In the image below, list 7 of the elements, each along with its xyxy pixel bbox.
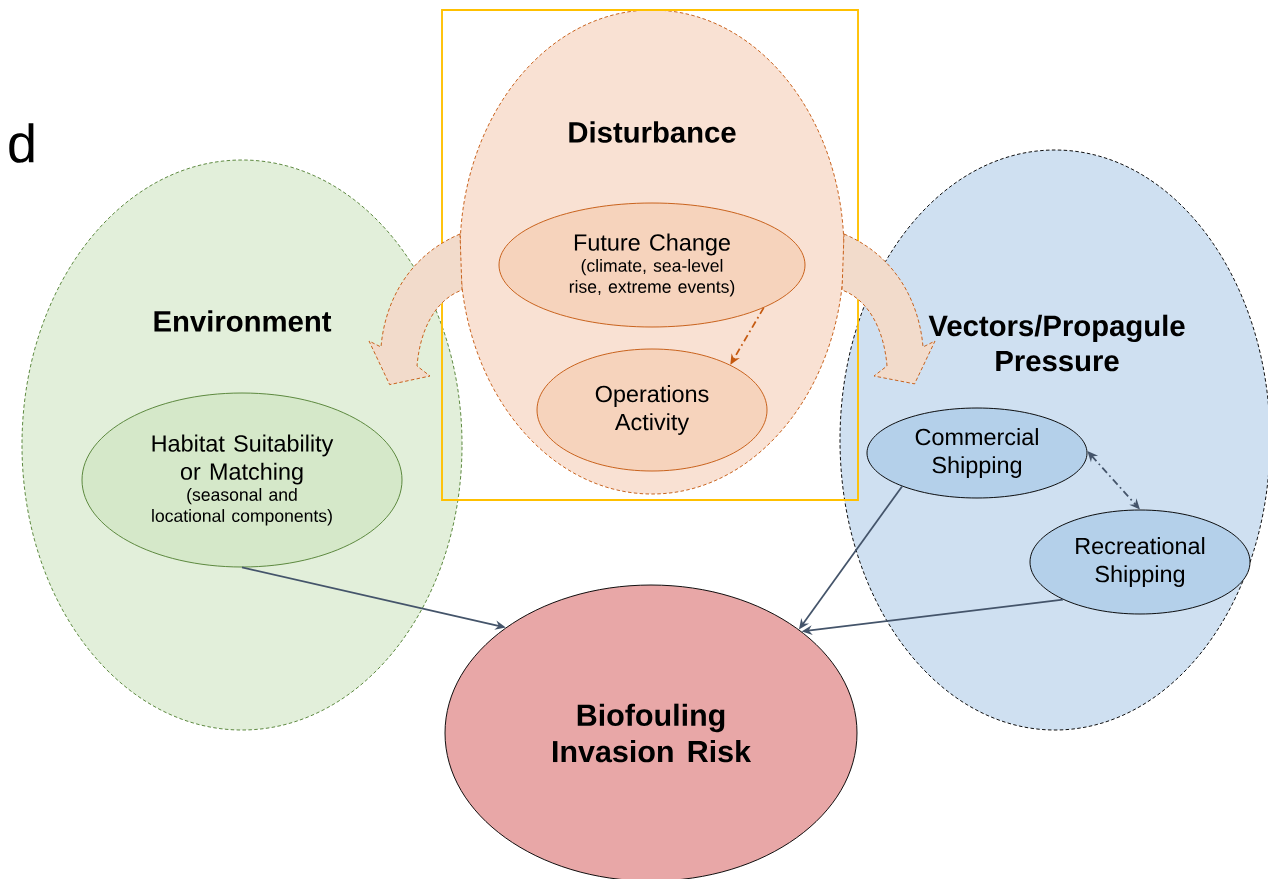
block-arrow xyxy=(368,233,463,386)
ellipse-node: Habitat Suitability or Matching (seasonal and locational components) xyxy=(81,392,403,568)
block-arrow xyxy=(841,233,936,385)
ellipse-node: Commercial Shipping xyxy=(866,407,1088,499)
ellipse-node: Operations Activity xyxy=(536,348,768,472)
ellipse-node: Future Change (climate, sea-level rise, extreme events) xyxy=(498,202,806,328)
ellipse-node: Recreational Shipping xyxy=(1029,509,1251,615)
